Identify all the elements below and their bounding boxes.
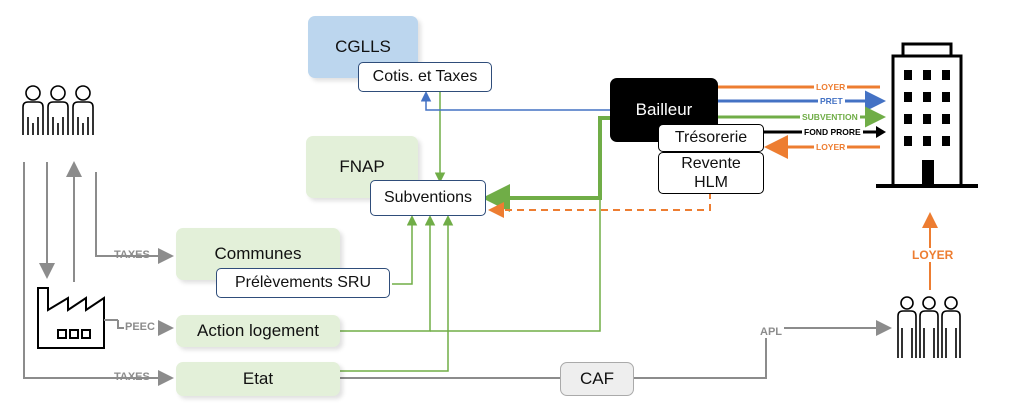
peec-label: PEEC: [125, 321, 155, 333]
action-logement-box: Action logement: [176, 315, 340, 347]
fond-propre-label: FOND PRORE: [802, 127, 863, 137]
subvention-label: SUBVENTION: [800, 112, 860, 122]
building-icon: [876, 42, 978, 188]
caf-box: CAF: [560, 362, 634, 396]
loyer-bottom-label: LOYER: [814, 142, 848, 152]
revente-label: Revente: [681, 155, 741, 172]
people-top-left-icon: [22, 85, 94, 135]
taxes-etat-label: TAXES: [114, 371, 150, 383]
taxes-communes-label: TAXES: [114, 249, 150, 261]
tresorerie-box: Trésorerie: [658, 124, 764, 152]
etat-box: Etat: [176, 362, 340, 396]
subventions-box: Subventions: [370, 180, 486, 216]
loyer-tenants-label: LOYER: [910, 248, 956, 262]
hlm-label: HLM: [694, 174, 728, 191]
pret-label: PRET: [818, 96, 845, 106]
people-bottom-right-icon: [897, 296, 961, 358]
cotis-taxes-box: Cotis. et Taxes: [358, 62, 492, 92]
factory-icon: [37, 287, 105, 349]
prelevements-sru-box: Prélèvements SRU: [216, 268, 390, 298]
revente-hlm-box: Revente HLM: [658, 152, 764, 194]
apl-label: APL: [758, 326, 784, 338]
loyer-top-label: LOYER: [814, 82, 848, 92]
